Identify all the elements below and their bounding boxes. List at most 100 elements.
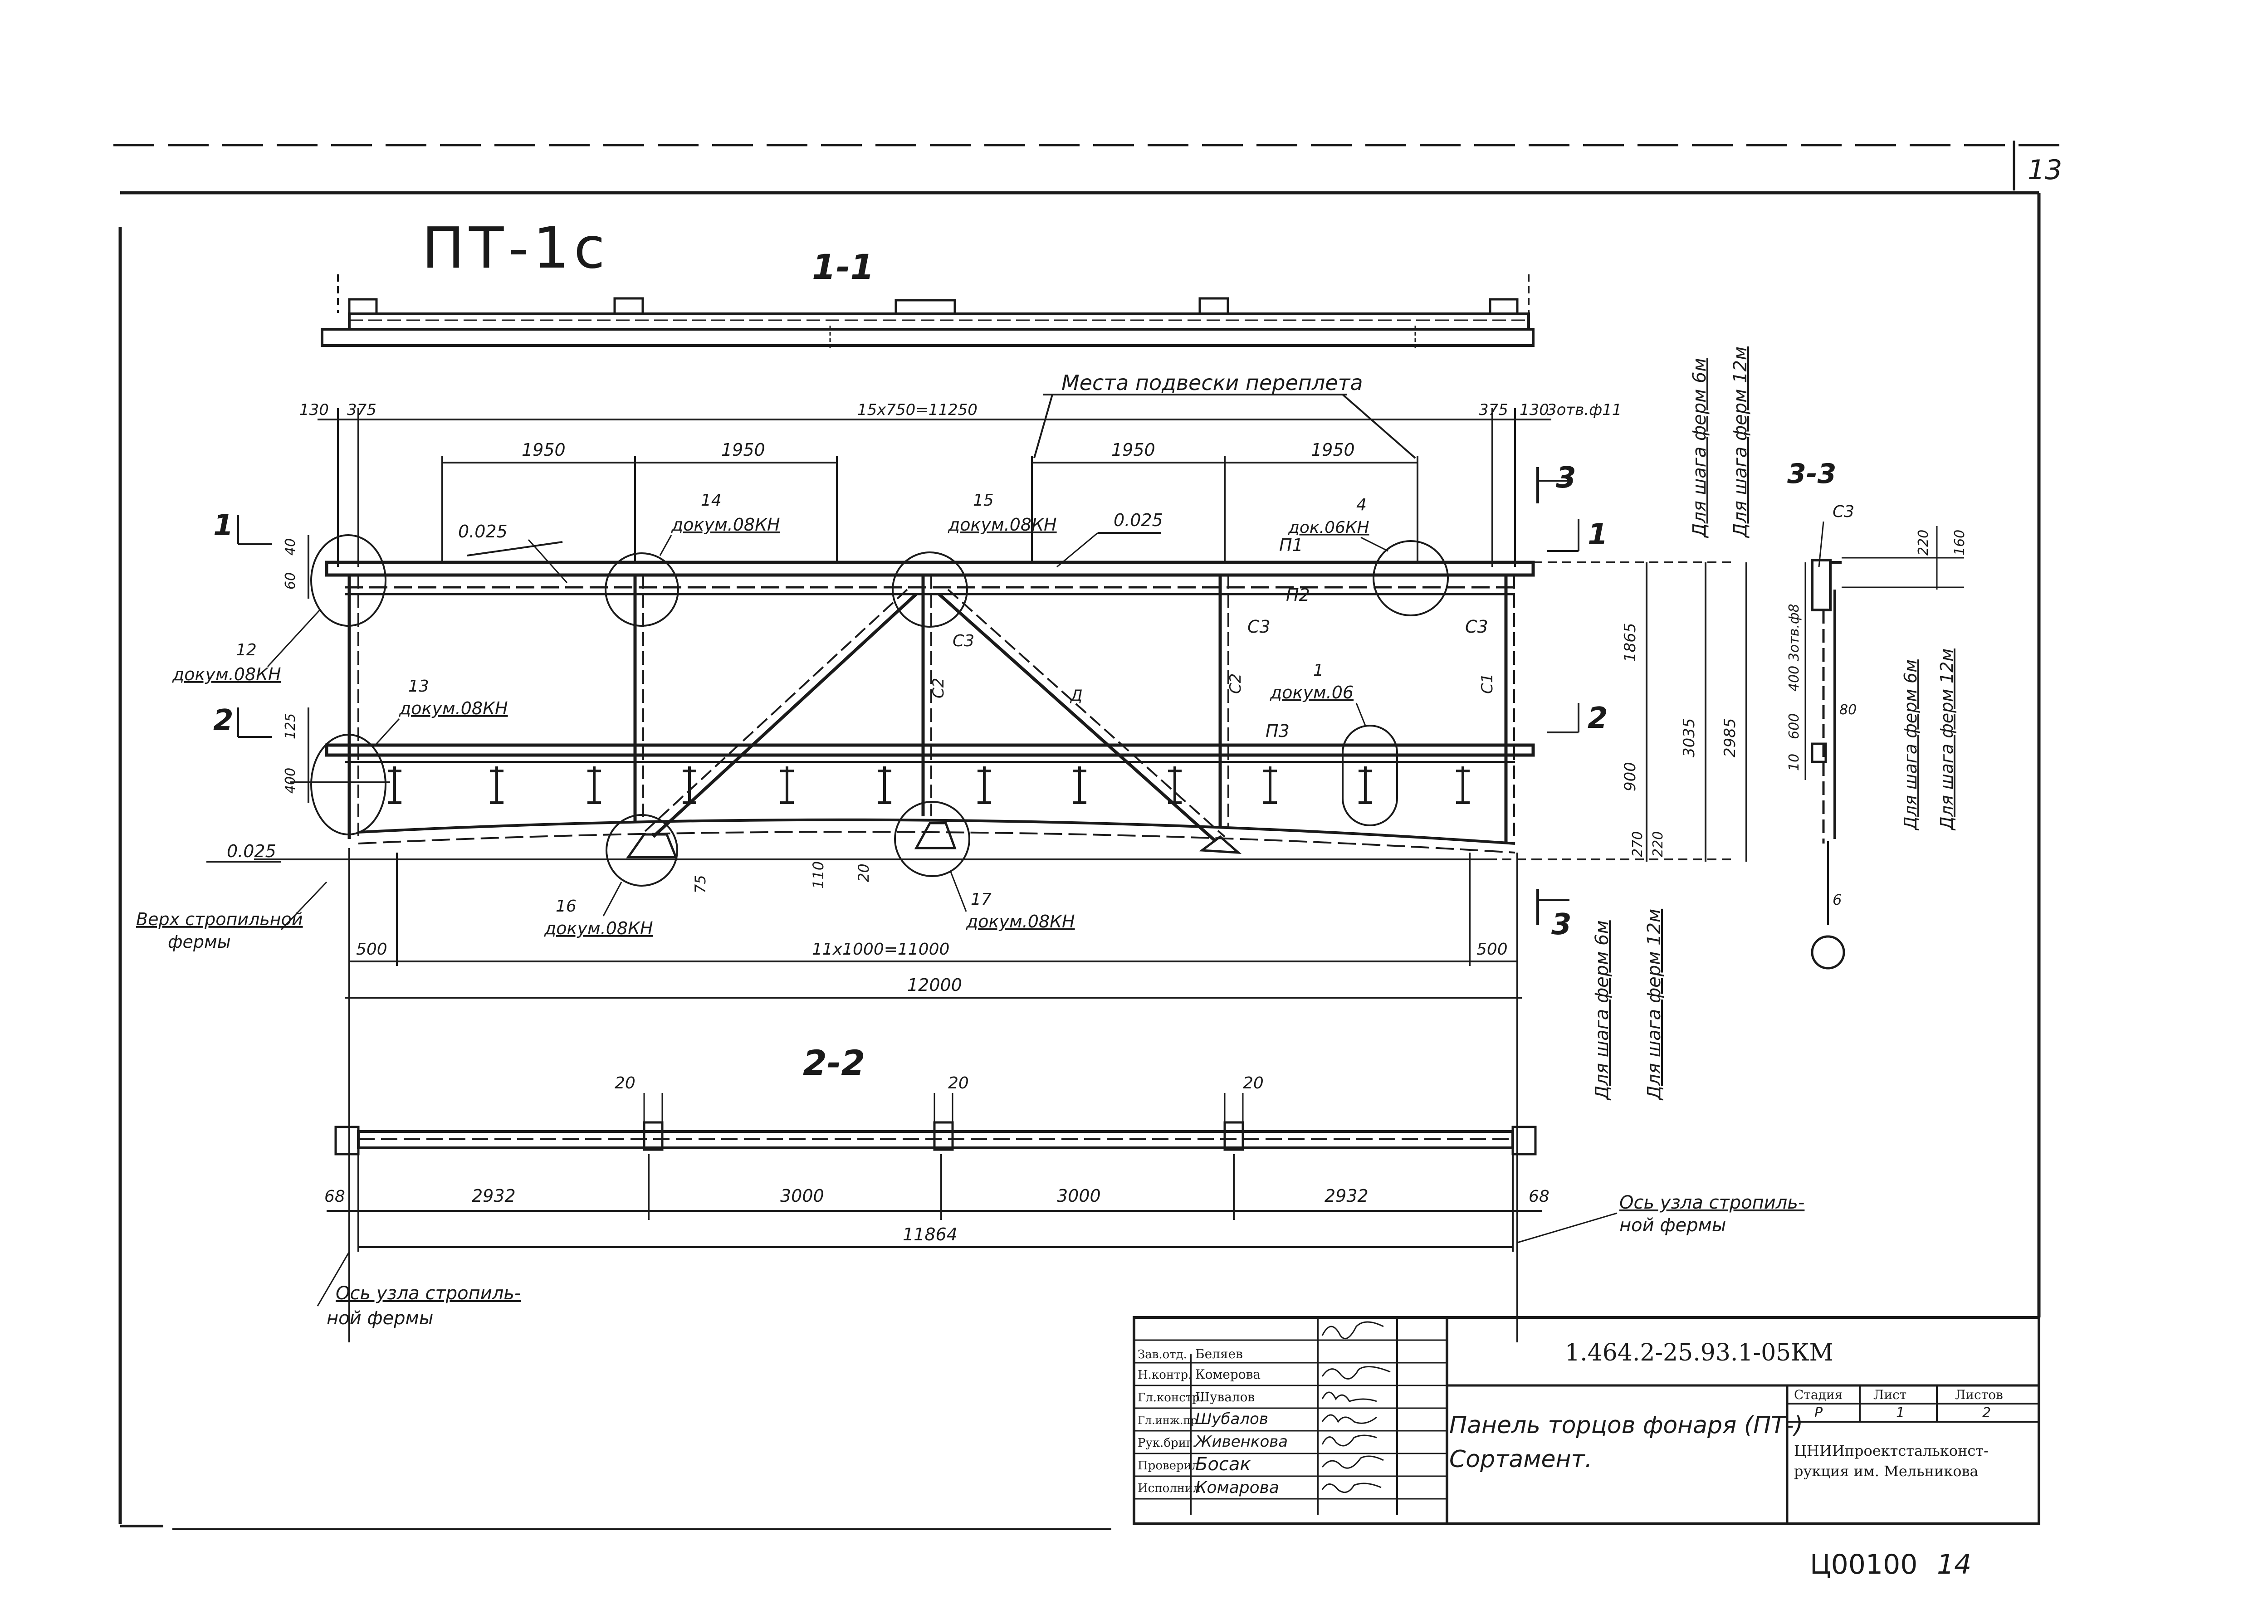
node-13-num: 13 (408, 677, 429, 696)
dim-1865: 1865 (1621, 623, 1639, 662)
bottom-page: 14 (1937, 1549, 1971, 1580)
node-4-num: 4 (1356, 496, 1367, 514)
stage-label: Стадия (1794, 1387, 1843, 1402)
dim-bottom-span: 11х1000=11000 (812, 940, 949, 959)
node-12-num: 12 (236, 641, 257, 659)
mark-p1: П1 (1279, 535, 1303, 555)
dim-top-span: 15х750=11250 (857, 401, 978, 419)
dim-110: 110 (810, 861, 827, 889)
sig-name-0: Беляев (1195, 1346, 1243, 1361)
s22-d3000-a: 3000 (780, 1186, 824, 1206)
dim-500-left: 500 (356, 940, 387, 959)
s33-d6: 6 (1833, 891, 1842, 908)
s33-d220: 220 (1916, 530, 1931, 556)
sig-role-5: Проверил (1138, 1459, 1199, 1473)
spacing-dimensions: 1950 1950 1950 1950 (441, 440, 1418, 562)
s22-d2932-left: 2932 (472, 1186, 516, 1206)
posts: С2 С2 С1 С3 С3 С3 (347, 575, 1515, 844)
bottom-small-dims: 75 110 20 (692, 861, 872, 893)
dim-1950-a: 1950 (522, 440, 566, 460)
middle-chord: П3 (325, 721, 1535, 763)
slope-top-right: 0.025 (1114, 510, 1163, 530)
slope-bottom: 0.025 (227, 841, 276, 861)
sig-name-2: Шувалов (1195, 1390, 1255, 1405)
node-16-num: 16 (556, 897, 577, 916)
org-line2: рукция им. Мельникова (1794, 1463, 1979, 1480)
title-line2: Сортамент. (1449, 1446, 1592, 1473)
s22-axis-right-1: Ось узла стропиль- (1619, 1192, 1804, 1213)
sig-name-6: Комарова (1195, 1478, 1279, 1497)
cut-marks: 1 1 2 2 3 3 (213, 461, 1608, 941)
cut-2-right: 2 (1588, 702, 1608, 735)
dim-60: 60 (283, 572, 298, 590)
s33-d160: 160 (1952, 530, 1968, 556)
sig-role-4: Рук.бриг. (1138, 1436, 1196, 1450)
sheet-frame: 13 (113, 141, 2068, 1530)
dim-130-right: 130 (1520, 401, 1549, 419)
bottom-code: Ц00100 (1810, 1549, 1917, 1580)
node-14-doc: докум.08КН (671, 515, 780, 535)
mark-c3-b: С3 (1465, 617, 1488, 637)
hanger-studs (388, 766, 1470, 804)
section-1-1-label: 1-1 (812, 247, 874, 287)
note-step12-bottom: Для шага ферм 12м (1644, 909, 1665, 1101)
diagonals: Д (643, 589, 1226, 843)
s33-d10: 10 (1786, 754, 1802, 771)
node-14-num: 14 (701, 491, 722, 510)
s22-axis-left-2: ной фермы (327, 1308, 433, 1329)
dim-3035: 3035 (1680, 718, 1698, 757)
mark-c3-c: С3 (953, 632, 974, 650)
bottom-chord (254, 818, 1533, 860)
dim-125: 125 (283, 713, 298, 739)
sig-role-6: Исполнил (1138, 1482, 1200, 1495)
dim-20-vert: 20 (855, 863, 872, 882)
cut-3-top: 3 (1556, 461, 1576, 495)
node-17-doc: докум.08КН (966, 912, 1075, 931)
sheets-label: Листов (1955, 1387, 2003, 1402)
s22-d3000-b: 3000 (1057, 1186, 1101, 1206)
sig-name-3: Шубалов (1195, 1410, 1268, 1428)
s33-d600: 600 (1786, 713, 1802, 739)
section-2-2: 2-2 20 20 20 68 2932 3000 3000 2932 68 1… (317, 1043, 1804, 1329)
node-12-doc: докум.08КН (172, 664, 281, 684)
panel-mark: ПТ-1с (422, 215, 610, 281)
s22-total: 11864 (903, 1224, 958, 1244)
node-15-num: 15 (973, 491, 994, 510)
cut-1-left: 1 (213, 509, 234, 542)
section-3-3: 3-3 С3 6 220 160 400 3отв.ф8 600 10 80 Д… (1786, 458, 1968, 970)
corner-number: 13 (2028, 154, 2062, 186)
truss-top-note: 0.025 Верх стропильной фермы (136, 841, 327, 952)
mark-c3-a: С3 (1247, 617, 1271, 637)
dim-375-left: 375 (347, 401, 376, 419)
s33-step6: Для шага ферм 6м (1901, 659, 1921, 831)
top-dimension-chain: 130 375 15х750=11250 375 130 3отв.ф11 (299, 401, 1622, 567)
node-1-num: 1 (1313, 661, 1324, 680)
dim-40: 40 (283, 538, 298, 556)
sheet-value: 1 (1896, 1405, 1905, 1421)
signature-scribbles (1321, 1321, 1391, 1493)
hang-note-group: Места подвески переплета (1033, 371, 1416, 459)
dim-375-right: 375 (1479, 401, 1508, 419)
sheets-value: 2 (1982, 1405, 1991, 1421)
dim-130-left: 130 (299, 401, 329, 419)
top-chord: 0.025 0.025 П1 П2 (325, 510, 1535, 605)
mark-p2: П2 (1286, 585, 1310, 605)
doc-code: 1.464.2-25.93.1-05КМ (1565, 1339, 1833, 1366)
right-vertical-dims: 1865 900 270 220 3035 2985 Для шага ферм… (1533, 346, 1751, 1101)
sig-role-0: Зав.отд. (1138, 1348, 1187, 1361)
org-line1: ЦНИИпроектстальконст- (1794, 1442, 1989, 1459)
stage-value: Р (1814, 1405, 1823, 1421)
node-17-num: 17 (971, 890, 992, 909)
cut-1-right: 1 (1588, 518, 1608, 551)
dim-1950-b: 1950 (721, 440, 765, 460)
sig-role-3: Гл.инж.пр. (1138, 1414, 1201, 1427)
s22-axis-left-1: Ось узла стропиль- (336, 1283, 521, 1304)
s33-step12: Для шага ферм 12м (1937, 649, 1957, 831)
cut-2-left: 2 (213, 704, 234, 737)
section-1-1: 1-1 (321, 247, 1535, 349)
dim-270: 270 (1630, 831, 1646, 857)
s22-d68-left: 68 (324, 1187, 345, 1206)
s33-c3: С3 (1833, 502, 1854, 521)
note-step6-top: Для шага ферм 6м (1689, 358, 1710, 538)
